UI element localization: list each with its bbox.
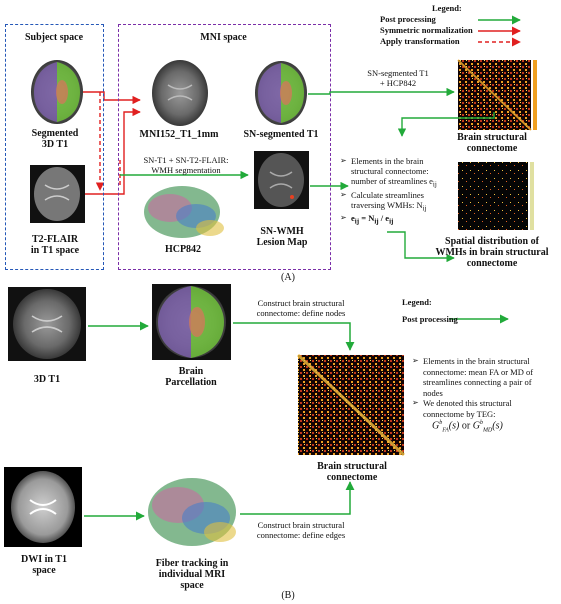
bullet-b-2: We denoted this structural connectome by… [412, 398, 552, 419]
caption-b: (B) [281, 590, 295, 601]
mni152-image [152, 60, 208, 126]
caption-a: (A) [281, 272, 295, 283]
panel-a-bullets: Elements in the brain structural connect… [340, 156, 456, 227]
teg-formula: GbFA(s) or GbMD(s) [432, 420, 503, 434]
legend-a-lines [478, 15, 521, 47]
arrows-a [83, 87, 495, 263]
wmh-matrix [458, 162, 534, 230]
parcellation-image [152, 284, 231, 360]
legend-b-post-processing: Post processing [402, 314, 458, 324]
bullet-a-2: Calculate streamlines traversing WMHs: N… [340, 190, 456, 214]
panel-b-bullets: Elements in the brain structural connect… [412, 356, 552, 419]
legend-b-title: Legend: [402, 297, 432, 307]
legend-apply-transformation: Apply transformation [380, 36, 460, 46]
legend-symmetric-normalization: Symmetric normalization [380, 25, 473, 35]
mni-space-title: MNI space [200, 32, 247, 43]
legend-a-title: Legend: [432, 3, 462, 13]
sn-wmh-image [254, 151, 309, 209]
segmented-t1-image [31, 60, 83, 124]
sn-segmented-label: SN-segmented T1 [243, 129, 319, 140]
bullet-a-3: eij = Nij / eij [340, 213, 456, 227]
mni-space-box [118, 24, 331, 270]
connectome-matrix-b [296, 353, 406, 457]
subject-space-box [5, 24, 104, 270]
mni152-label: MNI152_T1_1mm [139, 129, 219, 140]
hcp842-label: HCP842 [164, 244, 202, 255]
arrows-b [84, 314, 509, 521]
subject-space-title: Subject space [24, 32, 84, 43]
wmh-segmentation-label: SN-T1 + SN-T2-FLAIR:WMH segmentation [143, 155, 229, 175]
connectome-matrix-a [457, 59, 537, 131]
hcp842-image [144, 186, 224, 238]
bullet-b-1: Elements in the brain structural connect… [412, 356, 552, 398]
t2-flair-image [30, 165, 85, 223]
dwi-image [4, 467, 82, 547]
t1-image-b [8, 287, 86, 361]
sn-plus-hcp-label: SN-segmented T1+ HCP842 [367, 68, 429, 88]
legend-post-processing: Post processing [380, 14, 436, 24]
sn-segmented-image [255, 61, 307, 125]
bullet-a-1: Elements in the brain structural connect… [340, 156, 456, 190]
fiber-tracking-image [148, 478, 236, 546]
t1-label-b: 3D T1 [33, 374, 61, 385]
